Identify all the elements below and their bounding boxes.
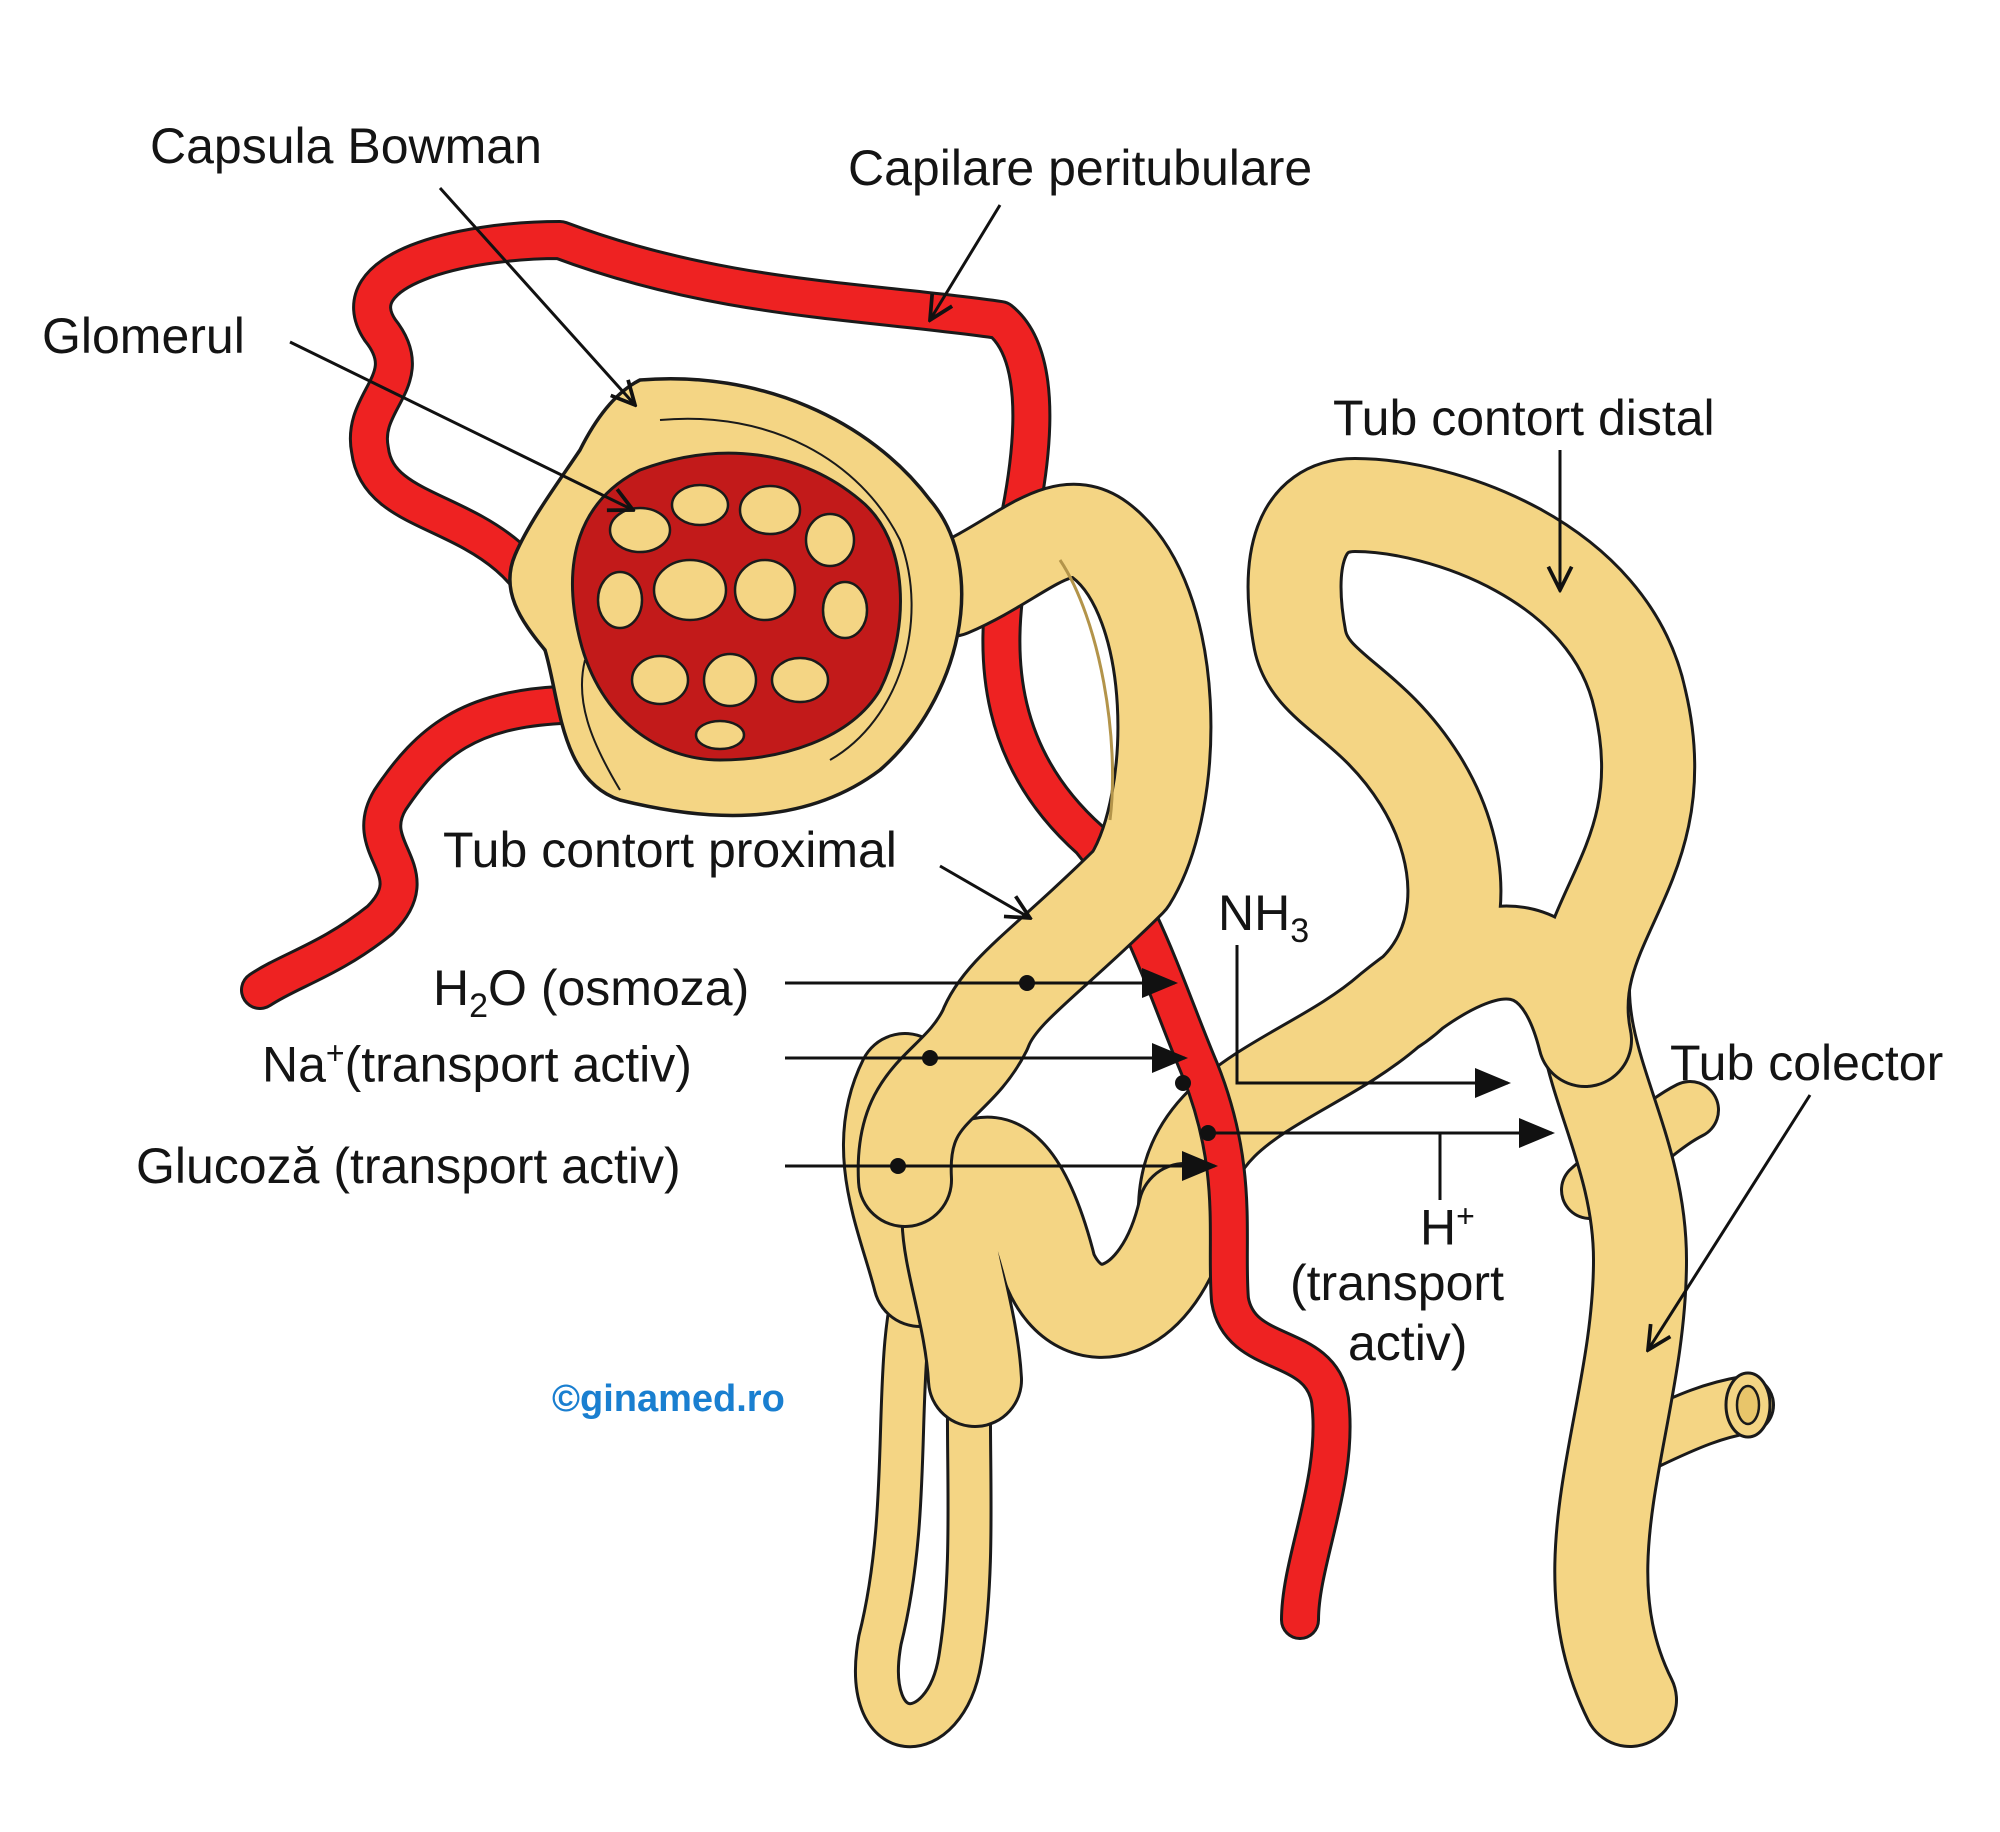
sodium-transport-text: (transport activ) bbox=[344, 1036, 692, 1093]
credit-watermark: ©ginamed.ro bbox=[552, 1378, 785, 1420]
proximal-tubule bbox=[856, 482, 1213, 1228]
label-tub-contort-distal: Tub contort distal bbox=[1333, 390, 1715, 446]
water-formula-base: H bbox=[433, 960, 470, 1016]
label-capilare-peritubulare: Capilare peritubulare bbox=[848, 140, 1313, 196]
label-glomerul: Glomerul bbox=[42, 308, 245, 364]
nh3-arrow bbox=[1235, 945, 1511, 1098]
glucose-dot bbox=[890, 1158, 906, 1174]
sodium-dot bbox=[922, 1050, 938, 1066]
label-water: H2O (osmoza) bbox=[433, 960, 749, 1026]
label-leaders bbox=[289, 186, 1812, 1350]
leader-glomerul bbox=[289, 340, 633, 510]
sodium-charge: + bbox=[325, 1035, 345, 1071]
hydrogen-formula-base: H bbox=[1420, 1199, 1457, 1256]
label-tub-contort-proximal: Tub contort proximal bbox=[443, 822, 897, 878]
hydrogen-charge: + bbox=[1456, 1198, 1475, 1234]
label-hydrogen-transport-line1: (transport bbox=[1290, 1255, 1504, 1311]
h-arrow-head bbox=[1438, 1118, 1555, 1200]
nh3-dot bbox=[1175, 1075, 1191, 1091]
leader-capilare bbox=[930, 204, 1002, 320]
glomerulus bbox=[571, 451, 902, 762]
water-dot bbox=[1019, 975, 1035, 991]
label-tub-colector: Tub colector bbox=[1670, 1035, 1944, 1091]
label-hydrogen: H+ bbox=[1420, 1198, 1475, 1257]
label-capsula-bowman: Capsula Bowman bbox=[150, 118, 542, 174]
ammonia-formula-base: NH bbox=[1218, 885, 1291, 941]
label-sodium: Na+(transport activ) bbox=[262, 1035, 692, 1094]
water-transport-text: (osmoza) bbox=[540, 960, 750, 1016]
water-formula-sub: 2 bbox=[469, 986, 489, 1025]
leader-tub-proximal bbox=[939, 864, 1030, 918]
label-glucose: Glucoză (transport activ) bbox=[136, 1138, 681, 1194]
leader-tub-colector bbox=[1648, 1094, 1812, 1350]
ammonia-formula-sub: 3 bbox=[1290, 911, 1310, 950]
water-formula-rest: O bbox=[488, 960, 527, 1016]
label-ammonia: NH3 bbox=[1218, 885, 1309, 951]
sodium-formula-base: Na bbox=[262, 1036, 326, 1093]
transport-arrows bbox=[785, 945, 1555, 1200]
leader-capsula bbox=[438, 186, 635, 405]
label-hydrogen-transport-line2: activ) bbox=[1348, 1315, 1468, 1371]
